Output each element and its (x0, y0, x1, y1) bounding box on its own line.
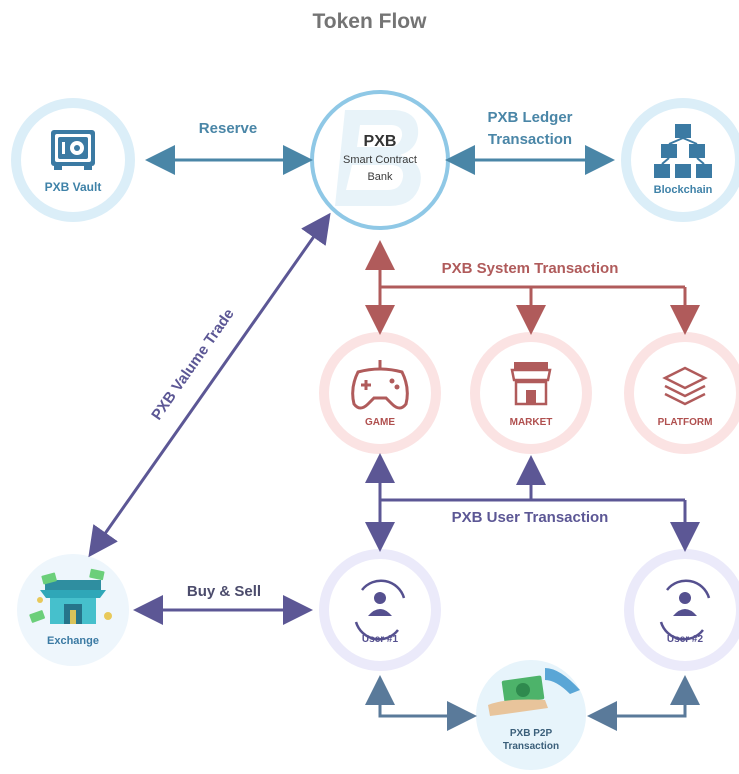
reserve-label: Reserve (198, 120, 258, 137)
exchange-icon (29, 568, 112, 624)
blockchain-node (621, 98, 739, 222)
bank-line2: Bank (367, 171, 393, 183)
user-icon (659, 579, 711, 641)
blockchain-label: Blockchain (653, 184, 713, 196)
ledger-label-line2: Transaction (487, 131, 573, 148)
p2p-arrows (365, 675, 700, 731)
layers-icon (662, 366, 708, 406)
bank-node (310, 90, 450, 230)
game-label: GAME (365, 417, 395, 428)
game-node (319, 332, 441, 454)
market-node (470, 332, 592, 454)
platform-node (624, 332, 739, 454)
buy-sell-label: Buy & Sell (186, 583, 262, 600)
exchange-label: Exchange (47, 635, 99, 647)
user-icon (354, 579, 406, 641)
diagram-title: Token Flow (312, 10, 427, 33)
safe-icon (51, 130, 95, 170)
user-tx-label: PXB User Transaction (451, 509, 609, 526)
market-icon (510, 362, 552, 406)
system-arrows (365, 240, 700, 335)
user2-node (624, 549, 739, 671)
vault-node (11, 98, 135, 222)
user2-label: User #2 (666, 634, 704, 645)
bank-line1: Smart Contract (343, 154, 417, 166)
user-tx-arrows (365, 453, 700, 552)
bank-logo-watermark (335, 110, 421, 206)
bank-logo-text: PXB (363, 133, 397, 150)
volume-trade-arrow (88, 212, 331, 558)
user1-node (319, 549, 441, 671)
gamepad-icon (351, 360, 409, 410)
blockchain-icon (654, 124, 712, 178)
user1-label: User #1 (361, 634, 399, 645)
p2p-line2: Transaction (502, 741, 560, 752)
market-label: MARKET (509, 417, 553, 428)
platform-label: PLATFORM (657, 417, 713, 428)
p2p-line1: PXB P2P (509, 728, 553, 739)
vault-label: PXB Vault (44, 180, 102, 194)
money-hand-icon (488, 668, 580, 716)
exchange-node (17, 554, 129, 666)
p2p-node (476, 660, 586, 770)
system-label: PXB System Transaction (441, 260, 619, 277)
ledger-label-line1: PXB Ledger (487, 109, 573, 126)
